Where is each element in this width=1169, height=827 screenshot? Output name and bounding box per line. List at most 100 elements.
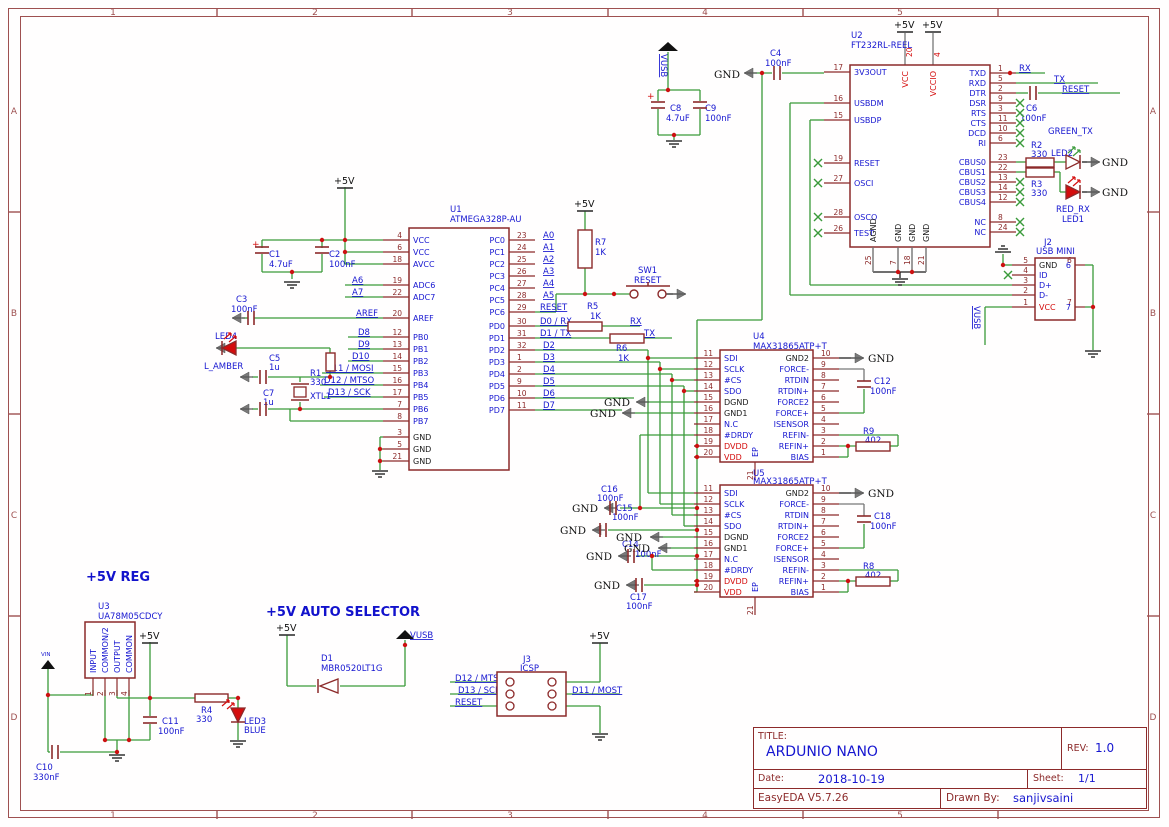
text-label: VIN: [41, 652, 51, 658]
component-label: U5: [753, 469, 765, 479]
text-label: +5V: [334, 176, 355, 187]
pin-name: GND: [413, 457, 431, 466]
component-label: R3: [1031, 180, 1042, 190]
no-connect-icon: [813, 228, 823, 238]
junction-dot: [114, 749, 120, 755]
component-label: 1K: [618, 354, 629, 364]
pin-number: 4: [120, 691, 129, 696]
net-label: A6: [352, 276, 363, 286]
pin-name: RI: [978, 139, 986, 148]
junction-dot: [342, 237, 348, 243]
pin-number: 4: [933, 52, 942, 57]
pin-name: RTDIN: [785, 376, 809, 385]
net-label: D1 / TX: [540, 329, 571, 339]
frame-col-label: 3: [507, 8, 513, 18]
net-label: VUSB: [410, 631, 433, 641]
frame-col-label: 4: [702, 811, 708, 821]
pin-name: PD6: [489, 394, 505, 403]
pin-number: 2: [821, 572, 826, 581]
pin-name: DCD: [968, 129, 986, 138]
text-label: +5V: [894, 20, 915, 31]
pin-name: GND2: [786, 354, 809, 363]
component-label: C10: [36, 763, 53, 773]
pin-name: OSCO: [854, 213, 877, 222]
net-label: D6: [543, 389, 555, 399]
pin-name: OUTPUT: [113, 640, 122, 673]
net-label: A4: [543, 279, 554, 289]
resistor-icon: [855, 441, 891, 452]
pin-name: ADC7: [413, 293, 435, 302]
pin-number: 2: [998, 84, 1003, 93]
component-label: 100nF: [635, 550, 662, 560]
component-label: MBR0520LT1G: [321, 664, 382, 674]
component-label: 100nF: [870, 522, 897, 532]
pin-number: 6: [998, 134, 1003, 143]
component-label: RESET: [634, 276, 662, 286]
no-connect-icon: [1015, 118, 1025, 128]
pin-name: CBUS3: [959, 188, 986, 197]
pin-number: 15: [703, 393, 713, 402]
component-label: C4: [770, 49, 781, 59]
junction-dot: [694, 553, 700, 559]
diode-icon: [318, 678, 339, 694]
switch-icon: [657, 289, 667, 299]
pin-name: EP: [751, 447, 760, 457]
net-label: D11 / MOSI: [326, 364, 374, 374]
pin-name: GND: [413, 433, 431, 442]
pin-number: 9: [821, 360, 826, 369]
component-label: LED3: [244, 717, 266, 727]
pin-name: FORCE+: [776, 409, 809, 418]
component-label: 100nF: [158, 727, 185, 737]
gnd-label: GND: [868, 353, 894, 365]
gnd-label: GND: [590, 408, 616, 420]
pin-number: 19: [703, 437, 713, 446]
frame-col-label: 4: [702, 8, 708, 18]
pin-name: PB5: [413, 393, 428, 402]
no-connect-icon: [813, 178, 823, 188]
text-label: +5V: [139, 631, 160, 642]
component-label: MAX31865ATP+T: [753, 477, 828, 487]
frame-row-label: B: [1150, 309, 1156, 319]
junction-dot: [582, 291, 588, 297]
pin-name: D+: [1039, 281, 1052, 290]
component-label: 330: [1031, 150, 1047, 160]
switch-icon: [629, 289, 639, 299]
pin-name: FORCE2: [777, 533, 809, 542]
component-label: L_AMBER: [204, 362, 243, 372]
frame-row-label: D: [11, 713, 18, 723]
led-arrow-icon: [1067, 146, 1076, 154]
no-connect-icon: [1015, 98, 1025, 108]
pin-name: AREF: [413, 314, 434, 323]
pin-name: DVDD: [724, 442, 748, 451]
pin-number: 6: [821, 528, 826, 537]
pin-name: SDI: [724, 489, 738, 498]
pin-name: PD1: [489, 334, 505, 343]
pin-number: 15: [833, 111, 843, 120]
pin-name: PD2: [489, 346, 505, 355]
net-label: D10: [352, 352, 369, 362]
pin-number: 1: [821, 448, 826, 457]
pin-number: 2: [96, 691, 105, 696]
pin-number: 1: [998, 64, 1003, 73]
led-icon: [229, 707, 247, 724]
pin-number: 18: [703, 561, 713, 570]
gnd-label: GND: [714, 69, 740, 81]
pin-name: #DRDY: [724, 431, 753, 440]
component-label: XTL1: [310, 392, 331, 402]
gnd-label: GND: [560, 525, 586, 537]
pin-name: USBDM: [854, 99, 884, 108]
junction-dot: [694, 578, 700, 584]
component-label: C3: [236, 295, 247, 305]
pin-name: VCC: [413, 248, 430, 257]
junction-dot: [611, 291, 617, 297]
net-label: RX: [630, 317, 642, 327]
component-label: GREEN_TX: [1048, 127, 1093, 137]
junction-dot: [377, 458, 383, 464]
gnd-label: GND: [586, 551, 612, 563]
net-label: RX: [1019, 64, 1031, 74]
component-label: 330nF: [33, 773, 60, 783]
junction-dot: [342, 249, 348, 255]
net-label: D8: [358, 328, 370, 338]
component-label: U1: [450, 205, 462, 215]
pin-name: VDD: [724, 453, 742, 462]
